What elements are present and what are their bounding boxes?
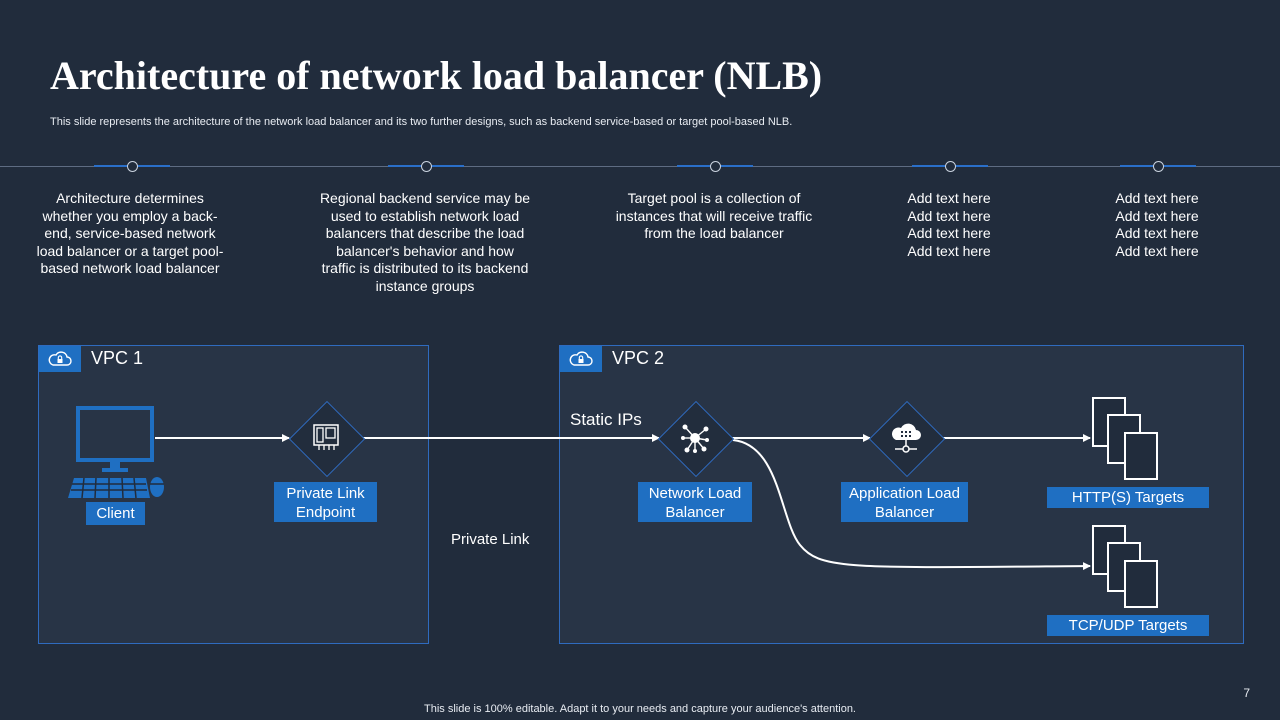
timeline-dot-5 — [1153, 161, 1164, 172]
endpoint-label: Private Link Endpoint — [274, 482, 377, 522]
timeline-text-4: Add text here Add text here Add text her… — [907, 190, 991, 259]
timeline-dot-4 — [945, 161, 956, 172]
vpc1-label: VPC 1 — [91, 348, 144, 368]
timeline-line — [0, 166, 1280, 167]
cloud-lock-icon — [560, 346, 602, 372]
arrow-nlb-to-tcp — [732, 439, 1091, 571]
timeline-dot-2 — [421, 161, 432, 172]
page-number: 7 — [1243, 686, 1250, 700]
desktop-computer-icon — [68, 406, 164, 499]
timeline-dot-3 — [710, 161, 721, 172]
timeline-text-3: Target pool is a collection of instances… — [615, 190, 813, 242]
timeline-text-2: Regional backend service may be used to … — [319, 190, 531, 294]
endpoint-icon — [313, 424, 339, 450]
documents-stack-icon — [1092, 397, 1158, 480]
slide-title: Architecture of network load balancer (N… — [50, 53, 823, 98]
vpc2-label: VPC 2 — [612, 348, 665, 368]
slide-subtitle: This slide represents the architecture o… — [50, 116, 793, 128]
timeline-text-5: Add text here Add text here Add text her… — [1115, 190, 1199, 259]
cloud-lock-icon — [39, 346, 81, 372]
footer-note: This slide is 100% editable. Adapt it to… — [424, 703, 856, 715]
timeline-text-1: Architecture determines whether you empl… — [36, 190, 224, 277]
tcp-targets-label: TCP/UDP Targets — [1047, 615, 1209, 636]
private-link-label: Private Link — [451, 531, 530, 548]
network-hub-icon — [681, 424, 709, 453]
http-targets-label: HTTP(S) Targets — [1047, 487, 1209, 508]
client-label: Client — [86, 502, 145, 525]
documents-stack-icon — [1092, 525, 1158, 608]
timeline-dot-1 — [127, 161, 138, 172]
cloud-server-icon — [892, 423, 921, 453]
alb-label: Application Load Balancer — [841, 482, 968, 522]
nlb-label: Network Load Balancer — [638, 482, 752, 522]
static-ips-label: Static IPs — [570, 410, 642, 429]
